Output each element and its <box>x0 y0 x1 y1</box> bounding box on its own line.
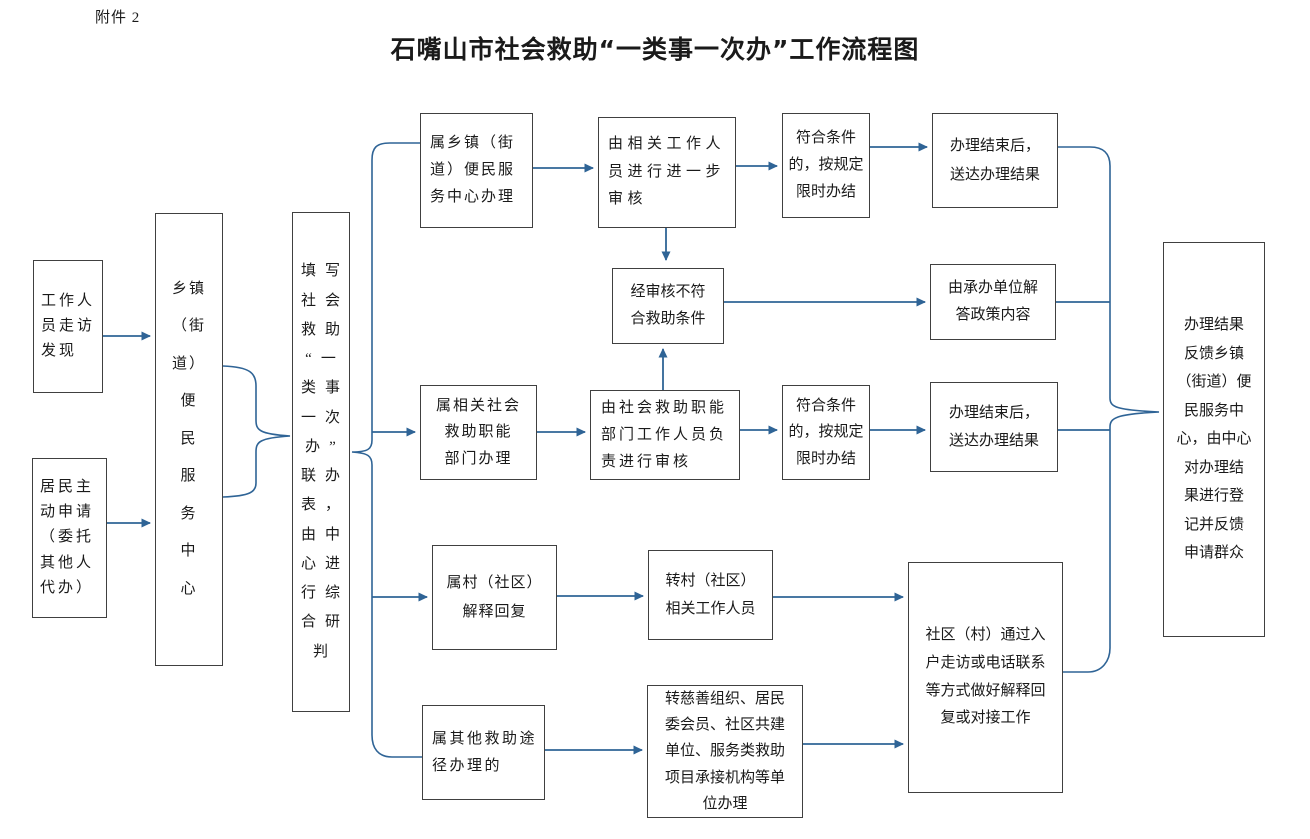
node-meet-condition-2: 符合条件 的，按规定 限时办结 <box>782 385 870 480</box>
node-village-explain-reply: 属村（社区） 解释回复 <box>432 545 557 650</box>
node-unit-answer-policy: 由承办单位解 答政策内容 <box>930 264 1056 340</box>
node-deliver-result-2: 办理结束后， 送达办理结果 <box>930 382 1058 472</box>
node-resident-apply: 居民主 动申请 （委托 其他人 代办） <box>32 458 107 618</box>
node-community-visit-contact: 社区（村）通过入 户走访或电话联系 等方式做好解释回 复或对接工作 <box>908 562 1063 793</box>
node-transfer-charity-org: 转慈善组织、居民 委会员、社区共建 单位、服务类救助 项目承接机构等单 位办理 <box>647 685 803 818</box>
brace-fill-form-to-branches <box>351 142 422 758</box>
node-town-center-handle: 属乡镇（街 道）便民服 务中心办理 <box>420 113 533 228</box>
node-transfer-village-staff: 转村（社区） 相关工作人员 <box>648 550 773 640</box>
node-further-review: 由相关工作人 员进行进一步 审核 <box>598 117 736 228</box>
page-title: 石嘴山市社会救助“一类事一次办”工作流程图 <box>390 35 920 64</box>
brace-center-to-fill-form <box>222 365 291 498</box>
node-meet-condition-1: 符合条件 的，按规定 限时办结 <box>782 113 870 218</box>
node-deliver-result-1: 办理结束后， 送达办理结果 <box>932 113 1058 208</box>
attachment-label: 附件 2 <box>95 10 141 26</box>
node-staff-visit: 工作人 员走访 发现 <box>33 260 103 393</box>
node-fill-joint-form: 填写 社会 救助 “一 类事 一次 办” 联办 表， 由中 心进 行综 合研 判 <box>292 212 350 712</box>
node-not-meet-condition: 经审核不符 合救助条件 <box>612 268 724 344</box>
node-township-service-center: 乡镇 （街道） 便 民 服 务 中 心 <box>155 213 223 666</box>
brace-collector-to-result-feedback <box>1058 146 1160 673</box>
node-assistance-dept-handle: 属相关社会 救助职能 部门办理 <box>420 385 537 480</box>
node-other-assistance-channel: 属其他救助途 径办理的 <box>422 705 545 800</box>
node-assistance-dept-review: 由社会救助职能 部门工作人员负 责进行审核 <box>590 390 740 480</box>
node-result-feedback: 办理结果 反馈乡镇 （街道）便 民服务中 心，由中心 对办理结 果进行登 记并反… <box>1163 242 1265 637</box>
